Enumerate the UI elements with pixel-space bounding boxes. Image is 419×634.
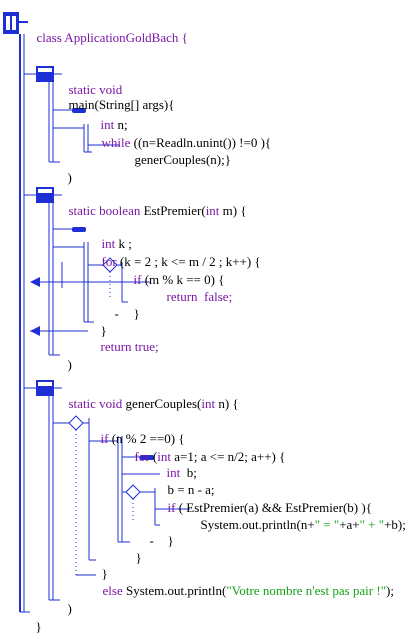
method-main-signature: static void main(String[] args){	[62, 67, 175, 112]
estpremier-for: for (k = 2 ; k <= m / 2 ; k++) {	[101, 254, 261, 269]
genercouples-close: )	[67, 601, 72, 616]
main-close: )	[67, 170, 72, 185]
return-arrow-true	[30, 326, 40, 336]
main-call: generCouples(n);}	[134, 152, 232, 167]
estpremier-brace-if: }	[133, 306, 140, 321]
estpremier-close: )	[67, 357, 72, 372]
sig-rest: main(String[] args){	[68, 97, 175, 112]
main-decl: int n;	[94, 102, 128, 132]
genercouples-if: if (n % 2 ==0) {	[100, 431, 185, 446]
class-close: }	[35, 619, 42, 634]
decl-rest: n;	[114, 117, 128, 132]
genercouples-for: for (int a=1; a <= n/2; a++) {	[134, 449, 286, 464]
class-icon-bar	[10, 14, 12, 32]
genercouples-brace-if: }	[101, 566, 108, 581]
genercouples-brace-inner: }	[167, 533, 174, 548]
genercouples-assign: b = n - a;	[167, 482, 215, 497]
genercouples-else-dash: -	[149, 533, 154, 548]
main-while: while ((n=Readln.unint()) !=0 ){	[95, 120, 272, 150]
class-header: class ApplicationGoldBach {	[30, 15, 188, 45]
estpremier-brace-for: }	[100, 323, 107, 338]
if-diamond-premier	[125, 484, 141, 500]
decl-keyword: int	[100, 117, 115, 132]
return-arrow-false	[30, 277, 40, 287]
sig-keyword: static void	[68, 82, 123, 97]
estpremier-if: if (m % k == 0) {	[133, 272, 225, 287]
estpremier-else-dash: -	[114, 306, 119, 321]
estpremier-return-true: return true;	[100, 339, 159, 354]
estpremier-decl: int k ;	[101, 236, 132, 251]
while-keyword: while	[101, 135, 131, 150]
genercouples-inner-if: if ( EstPremier(a) && EstPremier(b) ){	[167, 500, 372, 515]
if-diamond-pair	[68, 415, 84, 431]
genercouples-brace-for: }	[135, 550, 142, 565]
genercouples-else: else System.out.println("Votre nombre n'…	[102, 583, 394, 598]
decl-marker	[72, 108, 86, 113]
genercouples-print: System.out.println(n+" = "+a+" + "+b);	[200, 517, 406, 532]
class-title: class ApplicationGoldBach {	[36, 30, 188, 45]
genercouples-decl: int b;	[166, 465, 197, 480]
method-estpremier-signature: static boolean EstPremier(int m) {	[68, 203, 247, 218]
estpremier-return-false: return false;	[166, 289, 233, 304]
method-genercouples-signature: static void generCouples(int n) {	[68, 396, 239, 411]
while-condition: ((n=Readln.unint()) !=0 ){	[130, 135, 272, 150]
